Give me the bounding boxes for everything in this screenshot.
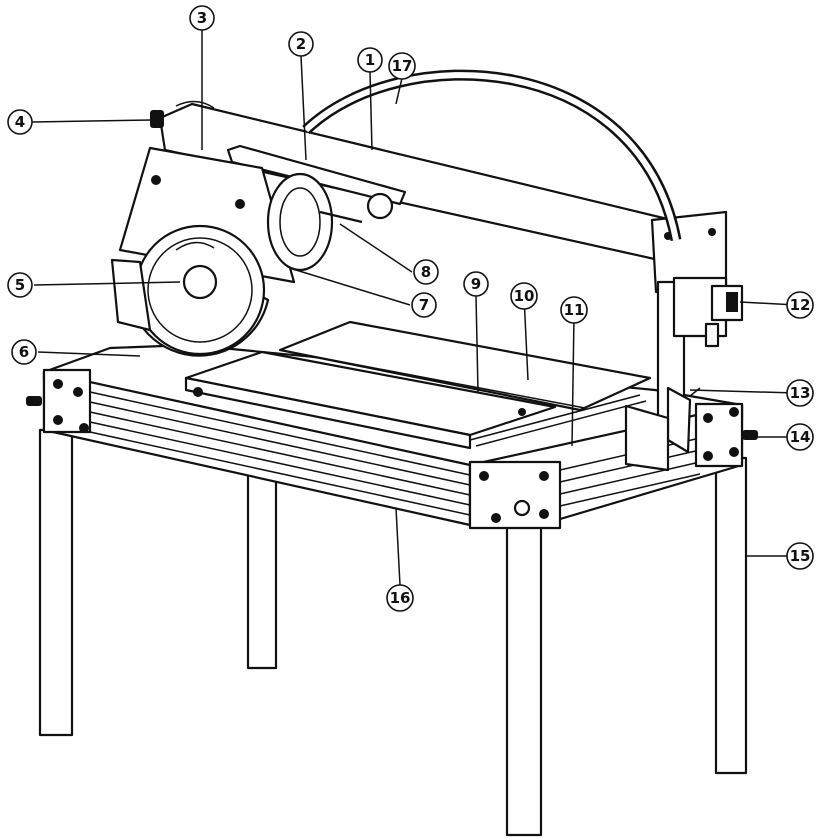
- callout-4-label: 4: [15, 113, 25, 131]
- callout-9: 9: [463, 271, 489, 297]
- callout-2: 2: [288, 31, 314, 57]
- callout-12: 12: [786, 291, 814, 319]
- callout-10-label: 10: [514, 287, 535, 305]
- callout-7: 7: [411, 292, 437, 318]
- callout-12-label: 12: [790, 296, 811, 314]
- callout-13-label: 13: [790, 384, 811, 402]
- callout-4: 4: [7, 109, 33, 135]
- callout-15: 15: [786, 542, 814, 570]
- callout-6: 6: [11, 339, 37, 365]
- rear-column: [624, 210, 744, 472]
- sliding-table: [184, 320, 652, 450]
- callout-7-label: 7: [419, 296, 429, 314]
- callout-8: 8: [413, 259, 439, 285]
- callout-13: 13: [786, 379, 814, 407]
- callout-8-label: 8: [421, 263, 431, 281]
- callout-14: 14: [786, 423, 814, 451]
- saw-head: [110, 100, 682, 357]
- callout-5-label: 5: [15, 276, 25, 294]
- leader-lines: [31, 30, 797, 586]
- callout-14-label: 14: [790, 428, 811, 446]
- callout-5: 5: [7, 272, 33, 298]
- callout-2-label: 2: [296, 35, 306, 53]
- callout-17-label: 17: [392, 57, 413, 75]
- callout-11-label: 11: [564, 301, 585, 319]
- callout-1: 1: [357, 47, 383, 73]
- callout-6-label: 6: [19, 343, 29, 361]
- callout-3-label: 3: [197, 9, 207, 27]
- callout-1-label: 1: [365, 51, 375, 69]
- callout-16: 16: [386, 584, 414, 612]
- callout-3: 3: [189, 5, 215, 31]
- callout-11: 11: [560, 296, 588, 324]
- callout-9-label: 9: [471, 275, 481, 293]
- callout-10: 10: [510, 282, 538, 310]
- callout-16-label: 16: [390, 589, 411, 607]
- callout-17: 17: [388, 52, 416, 80]
- callout-15-label: 15: [790, 547, 811, 565]
